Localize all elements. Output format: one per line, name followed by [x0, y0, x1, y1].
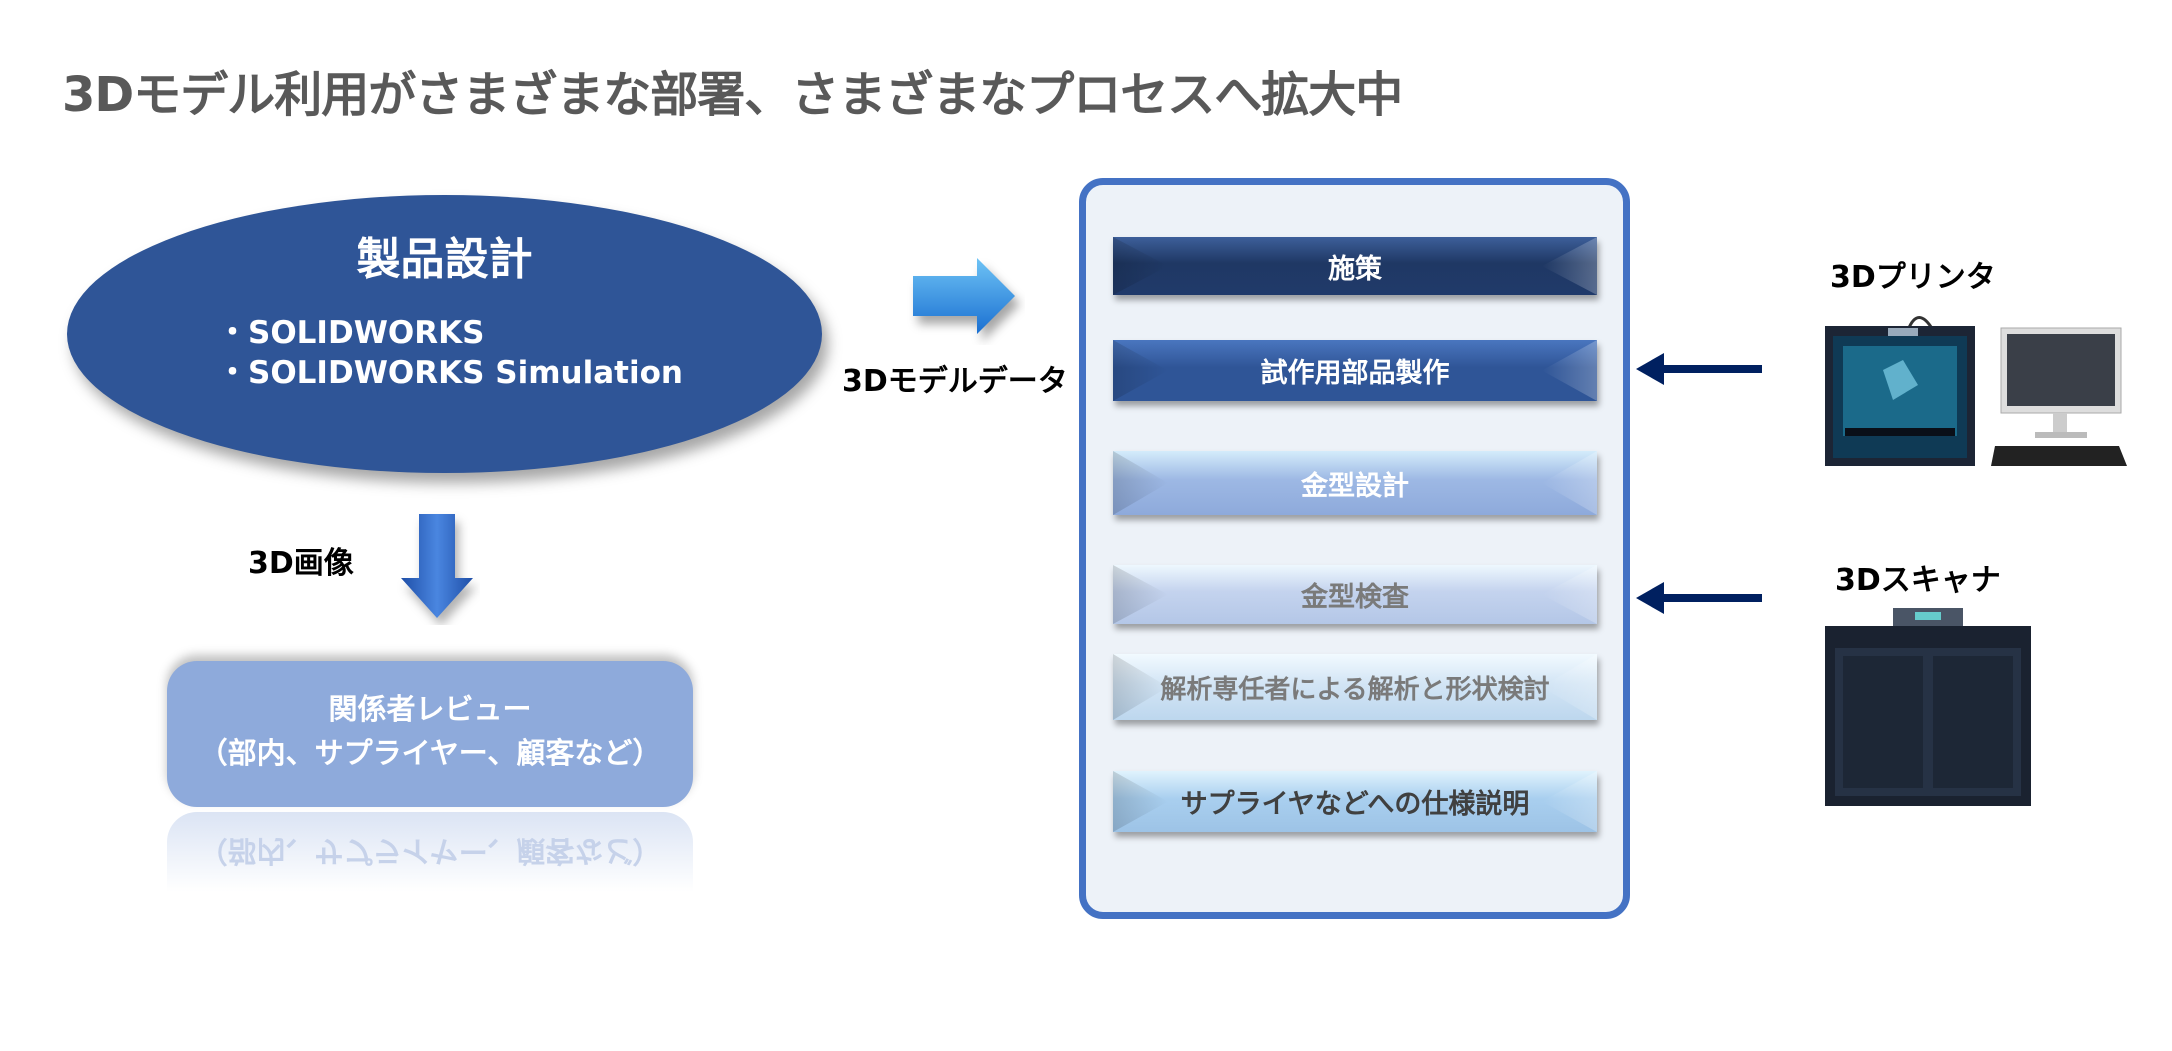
process-step: 金型検査 [1113, 565, 1597, 624]
process-step: 試作用部品製作 [1113, 340, 1597, 401]
reflection-text: （部内、サプライヤー、顧客など） [198, 834, 662, 868]
scanner-label: 3Dスキャナ [1835, 563, 2001, 598]
slide-title: 3Dモデル利用がさまざまな部署、さまざまなプロセスへ拡大中 [62, 67, 1403, 123]
design-heading: 製品設計 [356, 234, 533, 285]
review-reflection: （部内、サプライヤー、顧客など） [167, 812, 693, 892]
down-arrow-icon [401, 514, 473, 618]
design-item: ・SOLIDWORKS Simulation [217, 355, 683, 391]
product-design-ellipse: 製品設計 ・SOLIDWORKS ・SOLIDWORKS Simulation [67, 195, 822, 473]
process-step: サプライヤなどへの仕様説明 [1113, 771, 1597, 832]
process-step: 解析専任者による解析と形状検討 [1113, 654, 1597, 720]
right-arrow-icon [913, 258, 1015, 334]
3d-printer-image [1825, 316, 2127, 466]
3d-scanner-image [1825, 608, 2031, 806]
process-step: 金型設計 [1113, 451, 1597, 515]
printer-label: 3Dプリンタ [1830, 260, 1996, 295]
image-3d-label: 3D画像 [248, 546, 354, 581]
review-line1: 関係者レビュー [328, 692, 532, 726]
design-item: ・SOLIDWORKS [217, 315, 485, 351]
left-arrow-icon [1636, 353, 1762, 385]
process-step: 施策 [1113, 237, 1597, 295]
model-data-label: 3Dモデルデータ [842, 364, 1068, 399]
left-arrow-icon [1636, 582, 1762, 614]
review-box: 関係者レビュー （部内、サプライヤー、顧客など） [167, 661, 693, 807]
review-line2: （部内、サプライヤー、顧客など） [198, 736, 662, 770]
